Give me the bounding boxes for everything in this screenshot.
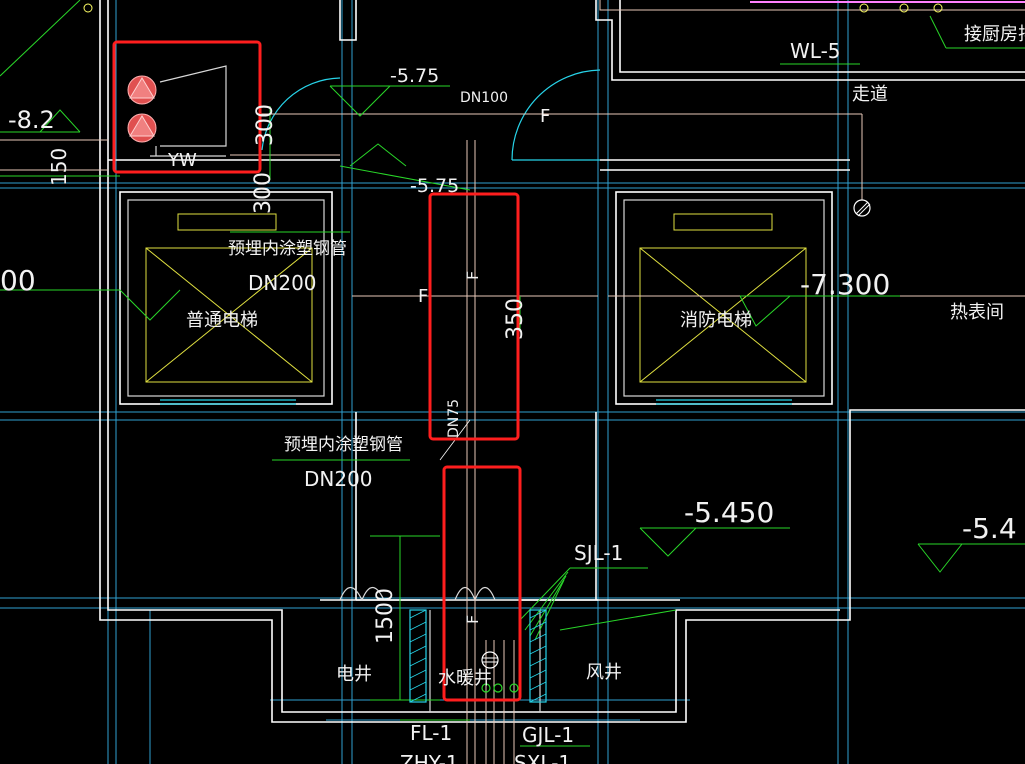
- label-elev-00-left: 00: [0, 264, 36, 297]
- label-elev-575-top: -5.75: [390, 65, 439, 87]
- label-sxl1: SXL-1: [514, 751, 571, 764]
- highlight-boxes: [112, 40, 522, 702]
- label-f-mid: F: [418, 286, 428, 307]
- label-elev-5450: -5.450: [684, 496, 774, 529]
- label-heat-meter-room: 热表间: [950, 302, 1004, 323]
- elevator-fire: [639, 213, 807, 383]
- label-dn200-1: DN200: [248, 271, 317, 295]
- label-dn200-2: DN200: [304, 467, 373, 491]
- drawing-labels: -5.75 DN100 -8.2 F WL-5 走道 接厨房排 YW 300 1…: [0, 24, 1025, 764]
- label-fl1: FL-1: [410, 721, 452, 745]
- label-elec-shaft: 电井: [336, 664, 372, 685]
- label-dim-150: 150: [47, 148, 71, 186]
- highlight-riser-mid: [428, 192, 520, 441]
- label-f-door: F: [540, 106, 550, 127]
- label-wl5: WL-5: [790, 39, 841, 63]
- label-f-bottom: F: [463, 615, 482, 624]
- elevation-markers: [0, 0, 1025, 747]
- label-steel-pipe-1: 预埋内涂塑钢管: [228, 239, 347, 259]
- label-corridor: 走道: [852, 84, 888, 105]
- pump-symbols: [127, 65, 227, 157]
- misc-symbols: [83, 1, 1025, 693]
- label-elev-575-mid: -5.75: [410, 175, 459, 197]
- label-dim-300-top: 300: [253, 104, 278, 146]
- highlight-pump-area: [112, 40, 262, 174]
- elevator-normal: [145, 213, 313, 383]
- label-fire-elevator: 消防电梯: [680, 310, 752, 331]
- label-steel-pipe-2: 预埋内涂塑钢管: [284, 435, 403, 455]
- label-gjl1: GJL-1: [522, 723, 574, 747]
- label-dn75: DN75: [446, 399, 462, 438]
- label-dim-300-left: 300: [251, 172, 276, 214]
- label-zhy1: ZHY-1: [400, 751, 459, 764]
- label-dim-350: 350: [503, 298, 528, 340]
- highlight-riser-bottom: [442, 465, 522, 702]
- label-kitchen-note: 接厨房排: [964, 24, 1025, 45]
- label-normal-elevator: 普通电梯: [186, 310, 258, 331]
- label-elev-54-right: -5.4: [962, 512, 1017, 545]
- label-air-shaft: 风井: [586, 662, 622, 683]
- label-sjl1: SJL-1: [574, 541, 623, 565]
- label-elev-7300: -7.300: [800, 268, 890, 301]
- label-hvac-shaft: 水暖井: [438, 668, 492, 689]
- label-yw: YW: [167, 150, 197, 171]
- label-dim-1500: 1500: [373, 588, 398, 644]
- doors: [160, 69, 792, 601]
- walls: [99, 0, 1025, 723]
- label-f-shaft: F: [463, 271, 482, 280]
- label-dn100: DN100: [460, 90, 508, 106]
- label-elev-82: -8.2: [8, 106, 55, 134]
- insulation-hatching: [409, 609, 547, 703]
